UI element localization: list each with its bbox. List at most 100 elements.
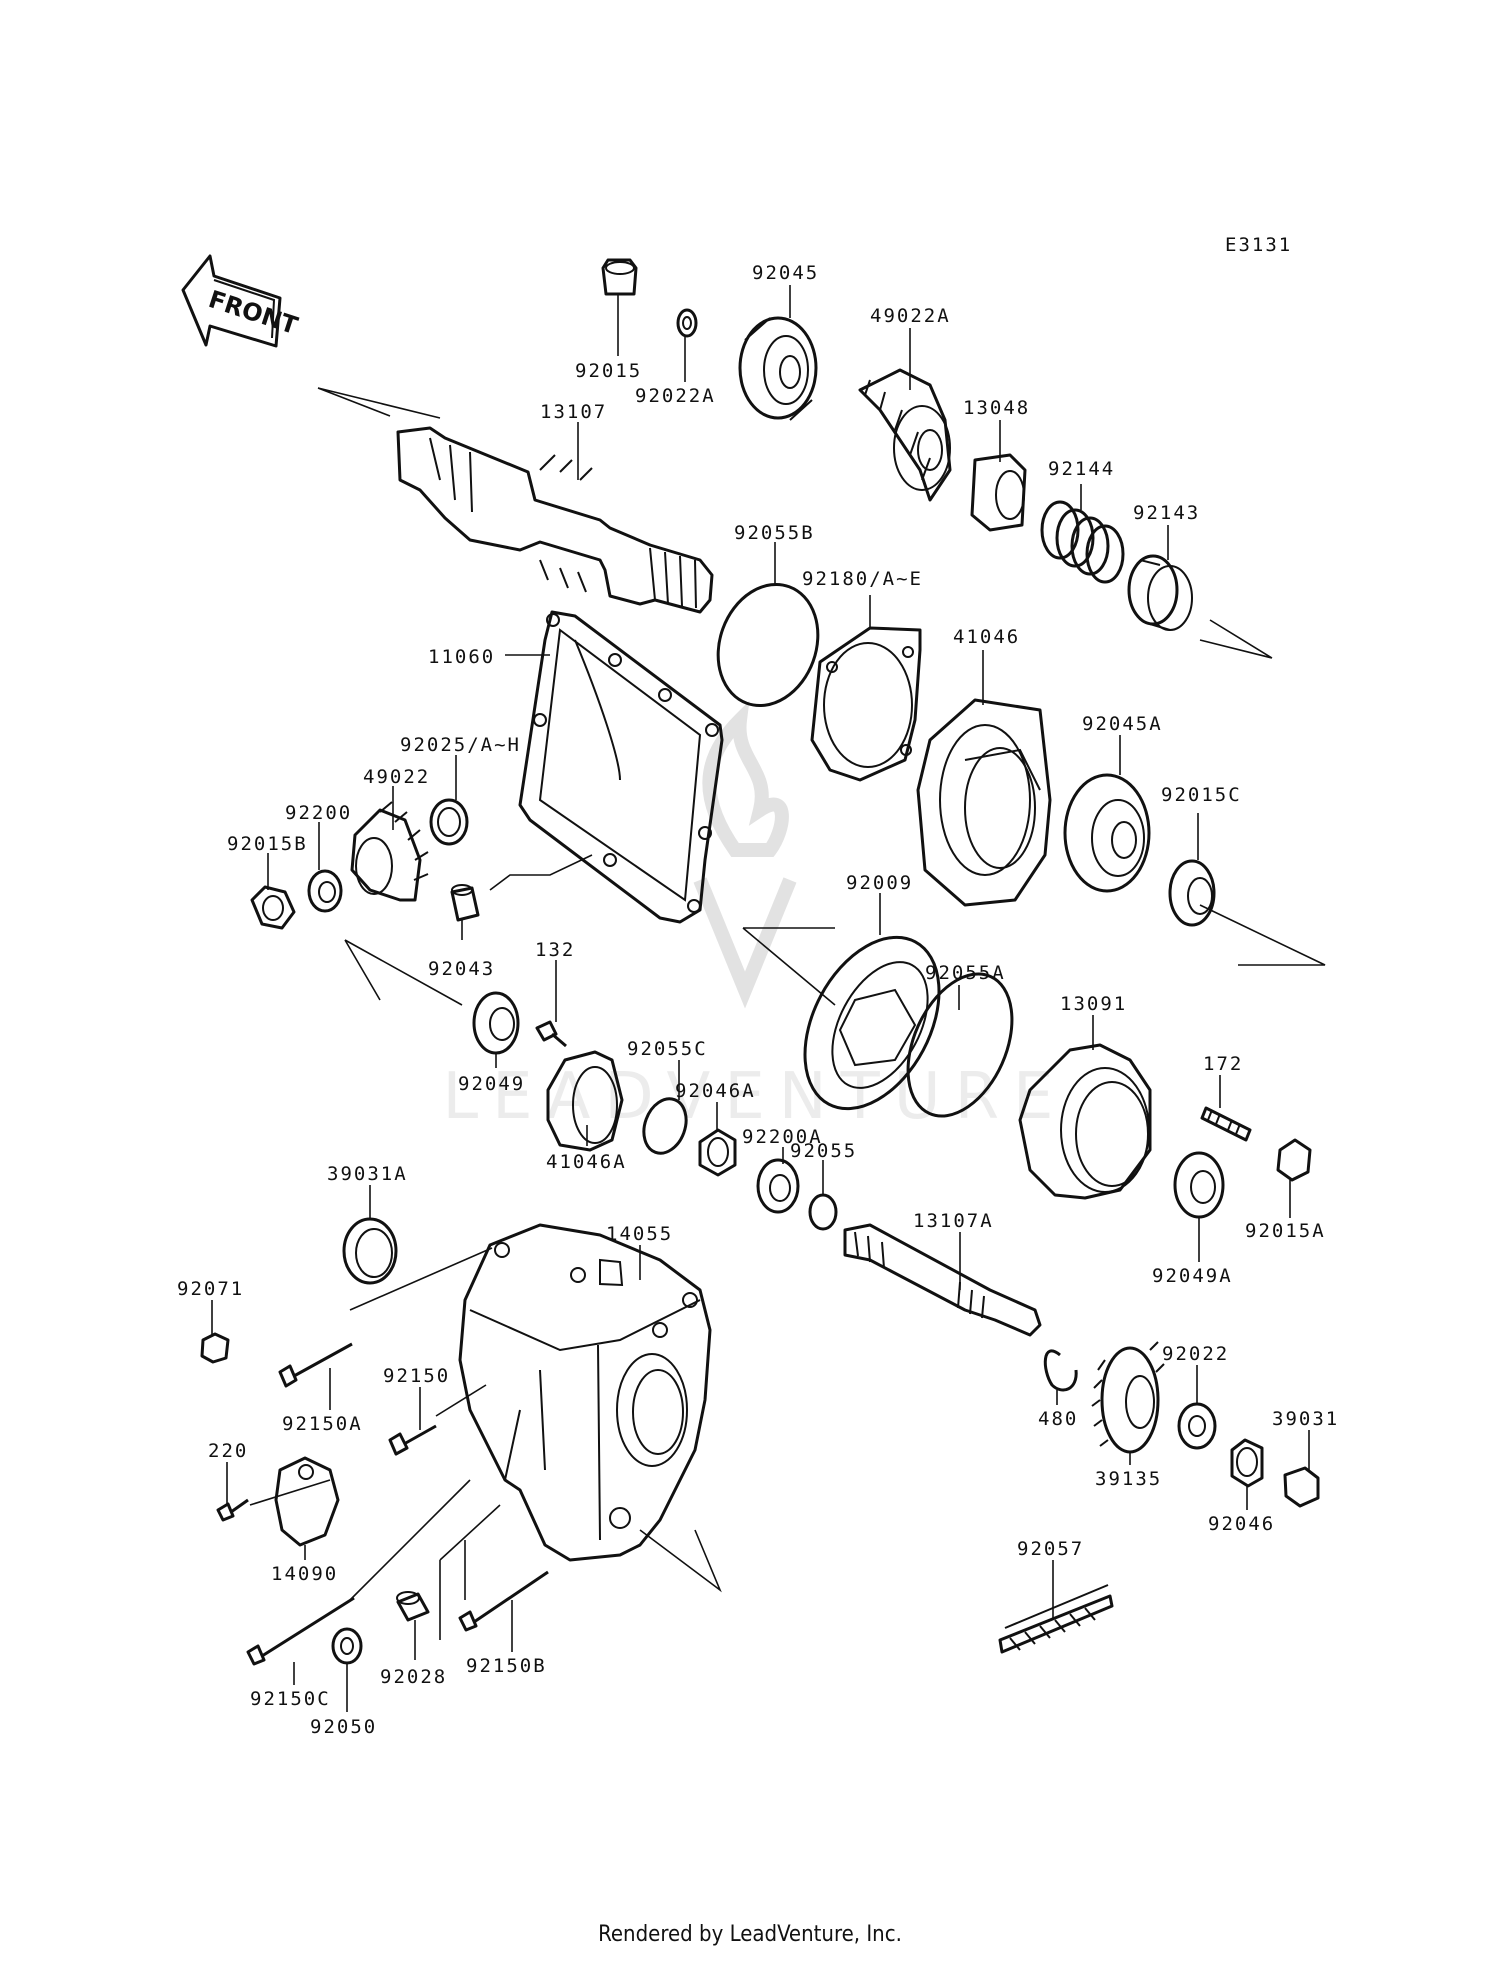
callout-92028: 92028 (380, 1666, 447, 1688)
part-92055-o-ring (808, 1193, 838, 1231)
callout-92045a: 92045A (1082, 713, 1163, 735)
part-92055a-o-ring (906, 972, 1014, 1118)
part-92022-washer (1177, 1402, 1217, 1450)
callout-92200: 92200 (285, 802, 352, 824)
callout-92144: 92144 (1048, 458, 1115, 480)
part-92022a-washer (676, 308, 698, 338)
callout-41046a: 41046A (546, 1151, 627, 1173)
part-14090-cover (274, 1456, 340, 1547)
part-92009-oil-seal (803, 935, 941, 1111)
callout-92045: 92045 (752, 262, 819, 284)
part-13107a-shaft (843, 1223, 1042, 1337)
part-480-circlip (1043, 1349, 1078, 1392)
part-92150a-bolt (278, 1342, 353, 1388)
callout-92055a: 92055A (925, 962, 1006, 984)
part-41046-housing (916, 698, 1052, 907)
callout-92150: 92150 (383, 1365, 450, 1387)
callout-49022: 49022 (363, 766, 430, 788)
callout-92180: 92180/A~E (802, 568, 923, 590)
part-11060-gasket (518, 610, 724, 924)
part-92050-washer (331, 1627, 363, 1665)
callout-92022: 92022 (1162, 1343, 1229, 1365)
part-13048-clutch (970, 453, 1027, 532)
part-92071-cap (200, 1332, 230, 1364)
callout-14055: 14055 (606, 1223, 673, 1245)
callout-92050: 92050 (310, 1716, 377, 1738)
part-92028-dowel (396, 1591, 430, 1622)
callout-13107a: 13107A (913, 1210, 994, 1232)
callout-92015a: 92015A (1245, 1220, 1326, 1242)
front-arrow-icon: FRONT (181, 254, 302, 348)
callout-92046a: 92046A (675, 1080, 756, 1102)
callout-92057: 92057 (1017, 1538, 1084, 1560)
watermark-logo (693, 700, 797, 1009)
callout-13107: 13107 (540, 401, 607, 423)
callout-92200a: 92200A (742, 1126, 823, 1148)
callout-13048: 13048 (963, 397, 1030, 419)
callout-labels: 92015 92022A 92045 49022A 13107 13048 92… (177, 262, 1339, 1738)
callout-49022a: 49022A (870, 305, 951, 327)
part-92046-needle-bearing (1230, 1438, 1264, 1488)
diagram-code: E3131 (1225, 234, 1292, 256)
callout-39031: 39031 (1272, 1408, 1339, 1430)
callout-92049a: 92049A (1152, 1265, 1233, 1287)
watermark-text: LEADVENTURE (443, 1060, 1068, 1134)
callout-11060: 11060 (428, 646, 495, 668)
part-13107-shaft (396, 426, 714, 614)
part-92046a-needle-bearing (698, 1128, 737, 1177)
part-92025-shim (429, 798, 469, 846)
part-92055b-o-ring (716, 582, 820, 708)
part-92055c-o-ring (642, 1097, 688, 1155)
part-13091-housing (1018, 1043, 1152, 1200)
credit-text: Rendered by LeadVenture, Inc. (598, 1922, 902, 1947)
part-92043-pin (450, 884, 480, 922)
callout-92009: 92009 (846, 872, 913, 894)
callout-172: 172 (1203, 1053, 1243, 1075)
part-92150-bolt (388, 1424, 437, 1456)
part-92200-washer (307, 869, 343, 913)
callout-92055: 92055 (790, 1140, 857, 1162)
callout-92071: 92071 (177, 1278, 244, 1300)
part-92180-shim (810, 626, 922, 782)
callout-14090: 14090 (271, 1563, 338, 1585)
callout-92055b: 92055B (734, 522, 815, 544)
part-92045a-bearing (1063, 773, 1151, 893)
callout-41046: 41046 (953, 626, 1020, 648)
part-92015c-nut (1168, 859, 1216, 927)
part-49022-bevel-gear (350, 801, 429, 902)
callout-480: 480 (1038, 1408, 1078, 1430)
callout-92055c: 92055C (627, 1038, 708, 1060)
callout-92049: 92049 (458, 1073, 525, 1095)
part-92200a-washer (756, 1158, 800, 1214)
part-132-bolt (535, 1020, 567, 1048)
part-172-stud (1200, 1106, 1252, 1142)
callout-92143: 92143 (1133, 502, 1200, 524)
part-92144-spring (1040, 500, 1125, 584)
part-92015a-nut (1276, 1138, 1312, 1182)
callout-92046: 92046 (1208, 1513, 1275, 1535)
part-39135-gear (1091, 1341, 1165, 1454)
part-49022a-bevel-gear (858, 368, 952, 502)
callout-220: 220 (208, 1440, 248, 1462)
part-92045-bearing (738, 316, 818, 421)
callout-92150a: 92150A (282, 1413, 363, 1435)
callout-39031a: 39031A (327, 1163, 408, 1185)
callout-13091: 13091 (1060, 993, 1127, 1015)
part-220-screw (216, 1498, 249, 1522)
part-92049a-oil-seal (1173, 1151, 1225, 1219)
part-92015b-nut (250, 885, 296, 930)
part-92150b-bolt (458, 1570, 549, 1632)
part-92049-oil-seal (472, 991, 520, 1055)
callout-92043: 92043 (428, 958, 495, 980)
callout-92015c: 92015C (1161, 784, 1242, 806)
callout-92015: 92015 (575, 360, 642, 382)
callout-92150c: 92150C (250, 1688, 331, 1710)
part-14055-transmission-case (458, 1223, 712, 1562)
part-92057-chain (998, 1584, 1114, 1654)
callout-39135: 39135 (1095, 1468, 1162, 1490)
leader-lines (211, 285, 1326, 1712)
callout-92015b: 92015B (227, 833, 308, 855)
part-92150c-bolt (246, 1596, 355, 1666)
part-92143-collar (1127, 554, 1193, 631)
